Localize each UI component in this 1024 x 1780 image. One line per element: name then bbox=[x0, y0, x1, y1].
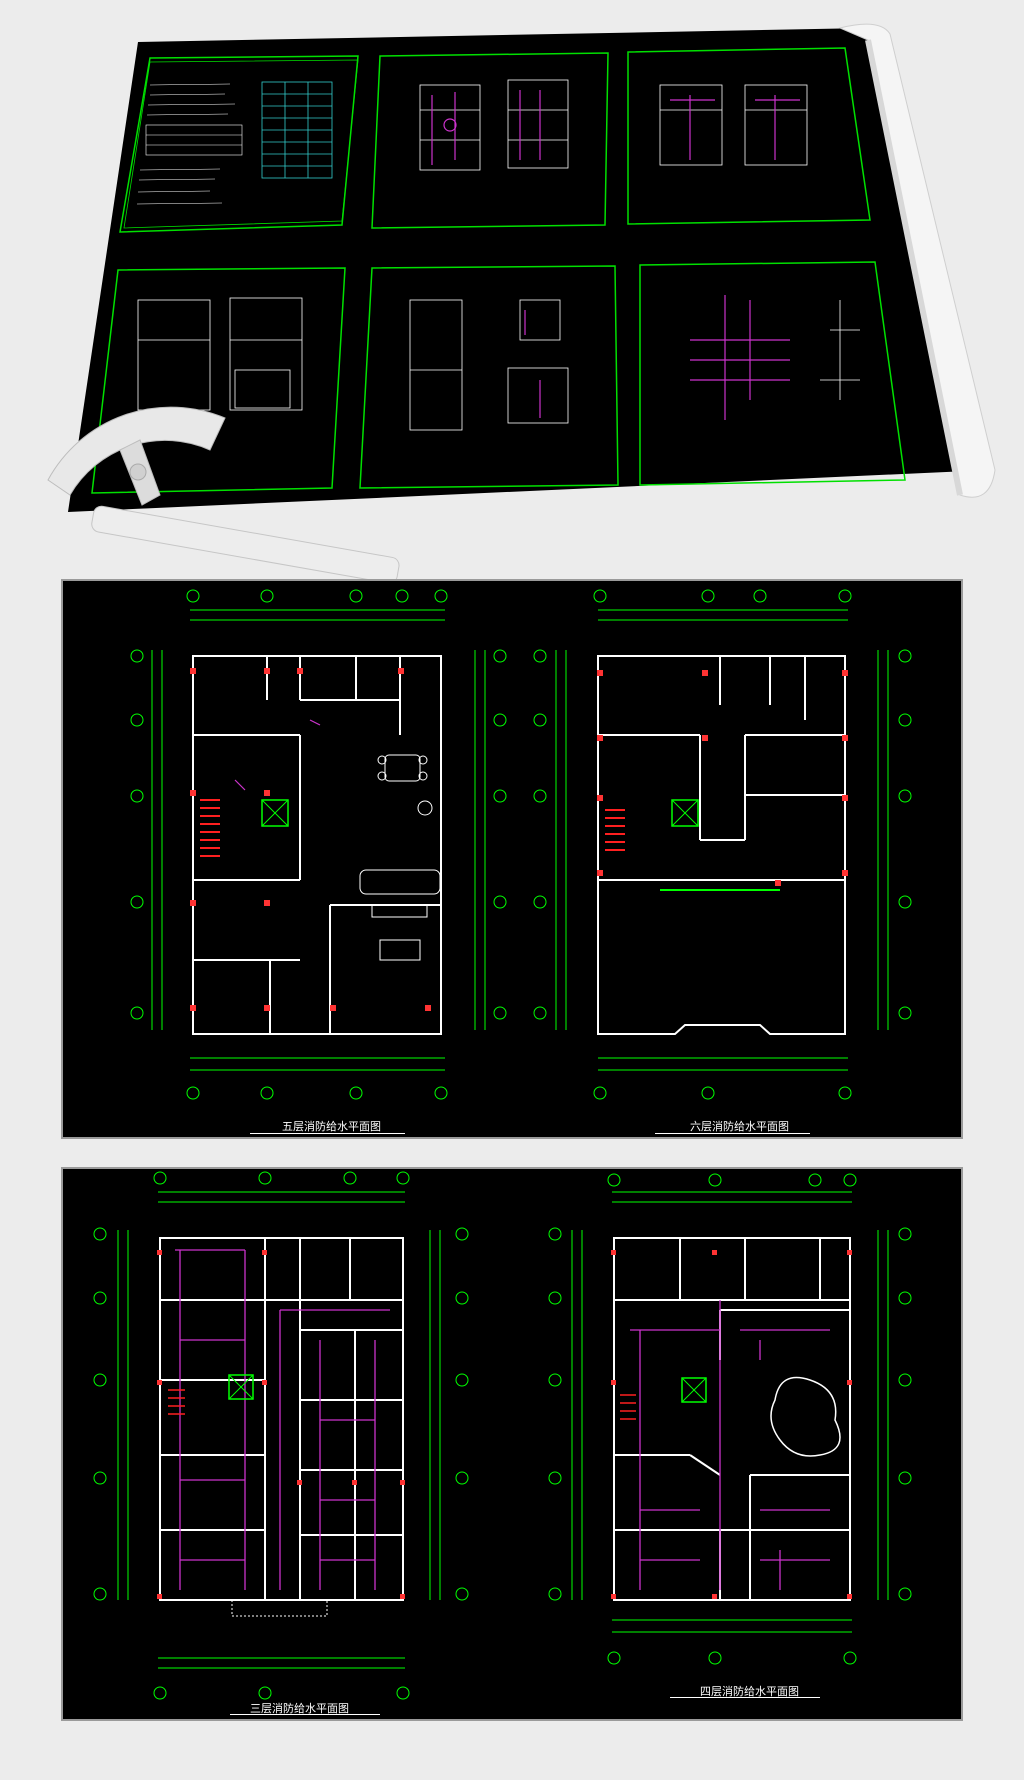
fire-pipe-network-2 bbox=[630, 1300, 830, 1590]
middle-left-plan bbox=[130, 589, 507, 1100]
sheet1-notes bbox=[136, 83, 243, 205]
sheet5-plans bbox=[409, 299, 569, 431]
bottom-left-plan bbox=[93, 1171, 469, 1700]
sheet2-plans bbox=[419, 79, 569, 171]
caption-underline-level6 bbox=[655, 1133, 810, 1134]
top-sheet-spread bbox=[47, 23, 996, 584]
middle-panel bbox=[61, 579, 963, 1139]
caption-level3: 三层消防给水平面图 bbox=[250, 1702, 349, 1715]
sheet2-pipes bbox=[431, 90, 541, 165]
sheet6-riser bbox=[690, 295, 790, 420]
bottom-right-plan bbox=[548, 1173, 912, 1665]
middle-right-plan bbox=[533, 589, 912, 1100]
sheet5-pipes bbox=[524, 310, 541, 418]
caption-level5: 五层消防给水平面图 bbox=[282, 1120, 381, 1133]
protractor-icon bbox=[47, 406, 400, 584]
bottom-panel bbox=[61, 1167, 963, 1721]
caption-underline-level5 bbox=[250, 1133, 405, 1134]
sheet3-plans bbox=[659, 84, 808, 166]
sheet3-pipes bbox=[670, 95, 800, 160]
caption-level4: 四层消防给水平面图 bbox=[700, 1685, 799, 1698]
fire-pipe-network bbox=[175, 1249, 390, 1590]
sheet6-riser2 bbox=[820, 300, 860, 400]
sheet-frames bbox=[91, 47, 906, 494]
pool-outline bbox=[770, 1376, 841, 1457]
caption-level6: 六层消防给水平面图 bbox=[690, 1120, 789, 1133]
paper-roll-icon bbox=[838, 23, 996, 498]
black-paper-sheet bbox=[68, 28, 990, 512]
caption-underline-level4 bbox=[670, 1697, 820, 1698]
sheet1-table bbox=[261, 81, 333, 179]
caption-underline-level3 bbox=[230, 1714, 380, 1715]
stair-red bbox=[200, 799, 220, 857]
